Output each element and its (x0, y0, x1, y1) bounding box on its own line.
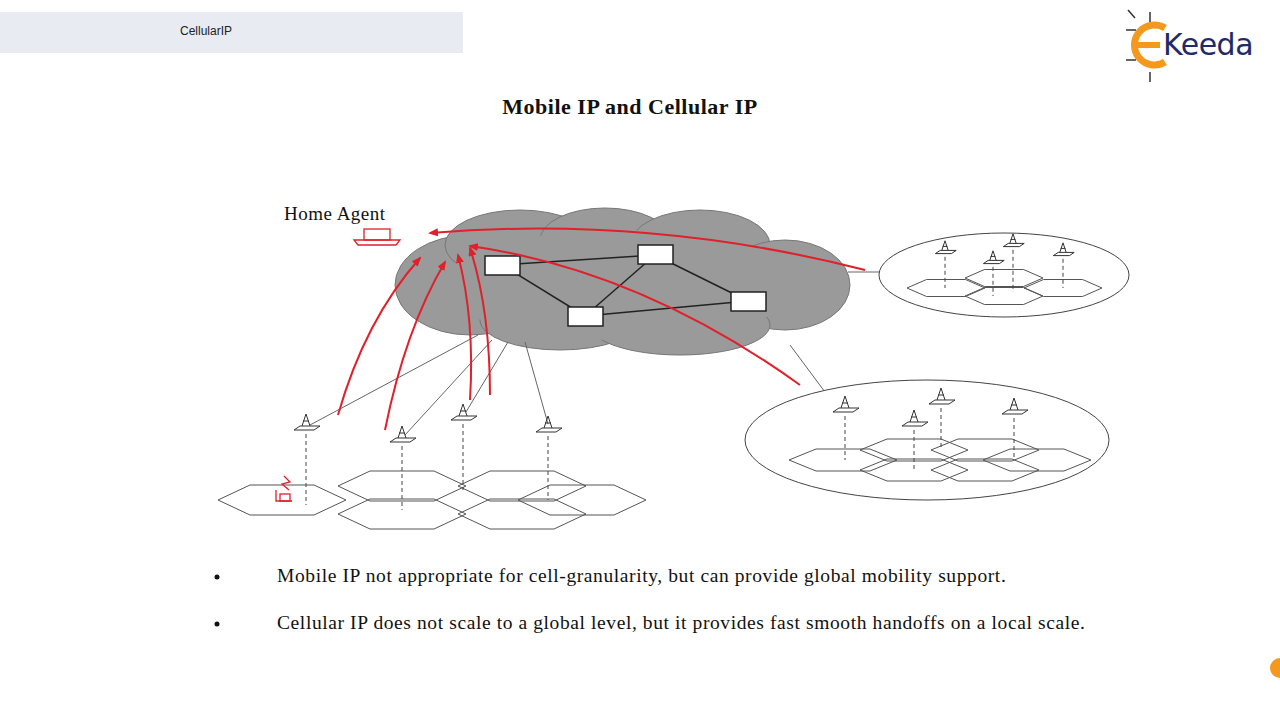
node-label: Home Agent (284, 203, 386, 225)
registration-arrows (338, 229, 865, 430)
cell-cluster (745, 380, 1109, 500)
base-stations (294, 234, 1074, 510)
logo-text: Keeda (1163, 27, 1253, 62)
logo-mark (1126, 10, 1165, 82)
home-agent: Home Agent (284, 203, 386, 225)
bullet-text: Mobile IP not appropriate for cell-granu… (277, 565, 1140, 587)
cell-cluster (879, 233, 1129, 317)
cell-hexagons (218, 270, 1102, 530)
mobile-host (276, 476, 292, 501)
bullet-text: Cellular IP does not scale to a global l… (277, 612, 1140, 634)
home-agent-computer (354, 229, 400, 245)
slide-title: Mobile IP and Cellular IP (0, 94, 1260, 120)
header-bar (0, 12, 463, 53)
bullet-dots (215, 575, 220, 627)
router-links (502, 255, 748, 316)
corner-dot (1270, 658, 1280, 678)
header-label: CellularIP (180, 24, 232, 38)
